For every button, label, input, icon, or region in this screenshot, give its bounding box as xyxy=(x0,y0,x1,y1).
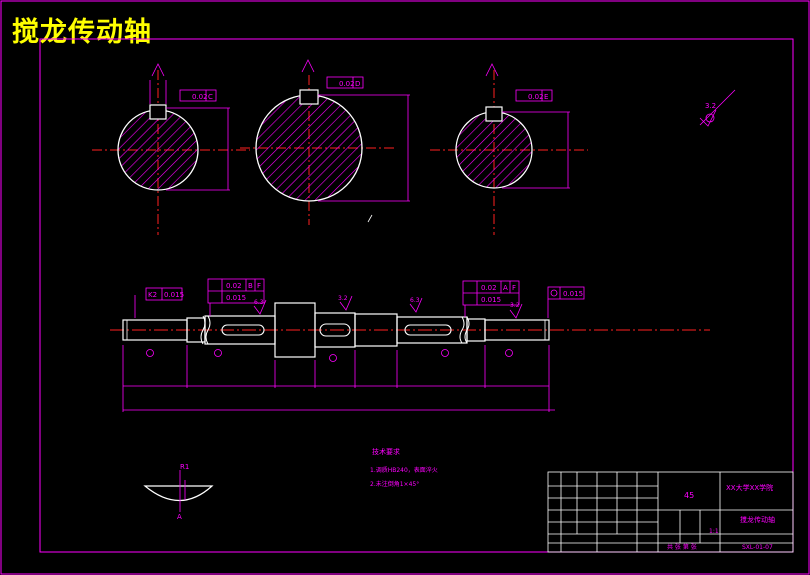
shaft-main-view xyxy=(110,302,710,358)
detail-view-label-bottom: A xyxy=(177,513,182,521)
section-left-circle xyxy=(117,109,199,191)
roughness-note-value: 3.2 xyxy=(705,102,716,110)
title-block-school: XX大学XX学院 xyxy=(726,483,773,492)
drawing-title: 搅龙传动轴 xyxy=(12,17,152,48)
callout-1-row1: 0.02 xyxy=(226,282,242,290)
section-left-datum: C xyxy=(208,93,213,101)
section-middle-circle xyxy=(255,94,363,202)
dimension-lines xyxy=(122,345,555,412)
callout-left-symbol: K2 xyxy=(148,291,157,299)
callout-right: 0.015 xyxy=(547,286,585,318)
notes-heading: 技术要求 xyxy=(372,447,400,456)
detail-view-label-top: R1 xyxy=(180,463,189,471)
title-block-sheet: 共 张 第 张 xyxy=(667,543,697,551)
section-right-datum: E xyxy=(544,93,548,101)
section-right-tol: 0.02 xyxy=(528,93,544,101)
roughness-mark-2: 3.2 xyxy=(338,295,348,302)
section-middle: 0.02 D xyxy=(240,59,410,225)
callout-left-value: 0.015 xyxy=(164,291,184,299)
inner-frame xyxy=(39,38,794,553)
section-markers xyxy=(146,349,513,362)
roughness-note: 3.2 xyxy=(699,89,736,127)
section-right: 0.02 E xyxy=(430,63,588,235)
section-middle-tol: 0.02 xyxy=(339,80,355,88)
callout-2-datum-b: F xyxy=(512,284,516,292)
callout-geom-2: 0.02 A F 0.015 xyxy=(462,280,520,317)
detail-view: R1 A xyxy=(143,463,214,521)
callout-right-value: 0.015 xyxy=(563,290,583,298)
section-right-circle xyxy=(455,111,533,189)
section-left: 0.02 C xyxy=(92,63,250,235)
callout-1-row2: 0.015 xyxy=(226,294,246,302)
roughness-marks: 6.3 3.2 6.3 3.2 xyxy=(253,295,523,319)
callout-2-row2: 0.015 xyxy=(481,296,501,304)
section-middle-datum: D xyxy=(355,80,360,88)
callout-geom-1: 0.02 B F 0.015 xyxy=(207,278,265,316)
title-block-part-name: 搅龙传动轴 xyxy=(740,515,775,524)
technical-notes: 技术要求 1.调质HB240，表面淬火 2.未注倒角1×45° xyxy=(370,447,438,488)
roughness-mark-4: 3.2 xyxy=(510,302,520,309)
callout-1-datum-a: B xyxy=(248,282,253,290)
title-block-material: 45 xyxy=(684,491,694,500)
section-left-tol: 0.02 xyxy=(192,93,208,101)
roughness-mark-3: 6.3 xyxy=(410,297,420,304)
title-block xyxy=(547,471,794,553)
title-block-drawing-no: SXL-01-07 xyxy=(742,544,773,551)
roughness-mark-1: 6.3 xyxy=(254,299,264,306)
callout-1-datum-b: F xyxy=(257,282,261,290)
notes-line-1: 1.调质HB240，表面淬火 xyxy=(370,466,438,474)
callout-2-datum-a: A xyxy=(503,284,508,292)
callout-left: K2 0.015 xyxy=(134,287,184,318)
notes-line-2: 2.未注倒角1×45° xyxy=(370,480,419,488)
title-block-scale: 1:1 xyxy=(709,528,719,535)
callout-2-row1: 0.02 xyxy=(481,284,497,292)
